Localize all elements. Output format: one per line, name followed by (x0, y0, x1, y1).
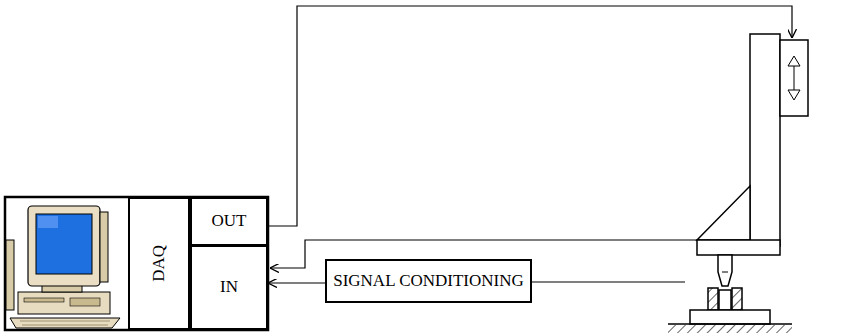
node-box: DAQ (128, 197, 190, 330)
node-label: SIGNAL CONDITIONING (333, 272, 524, 291)
node-label: IN (220, 278, 238, 297)
node-box: OUT (190, 197, 268, 246)
computer-icon (6, 206, 120, 328)
node-box: SIGNAL CONDITIONING (325, 259, 532, 303)
node-label: OUT (212, 212, 247, 231)
node-box: IN (190, 245, 268, 330)
sensor-wire (522, 281, 685, 282)
signal-connector (268, 282, 325, 283)
output-wire (268, 6, 792, 226)
node-label: DAQ (150, 245, 169, 282)
computer-housing (5, 197, 268, 330)
press-machine (668, 34, 808, 333)
